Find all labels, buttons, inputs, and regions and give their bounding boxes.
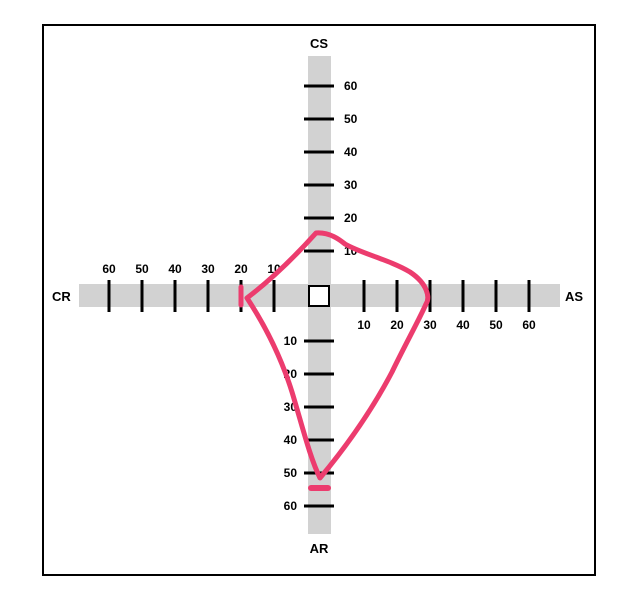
tick-label-ar-40: 40 xyxy=(284,433,298,447)
tick-label-cr-50: 50 xyxy=(135,262,149,276)
axis-label-bottom: AR xyxy=(310,541,329,556)
tick-label-as-10: 10 xyxy=(357,318,371,332)
tick-label-cs-20: 20 xyxy=(344,211,358,225)
tick-label-ar-60: 60 xyxy=(284,499,298,513)
axis-label-top: CS xyxy=(310,36,328,51)
tick-label-cr-60: 60 xyxy=(102,262,116,276)
tick-label-ar-10: 10 xyxy=(284,334,298,348)
axis-tick-labels: 1010101020202020303030304040404050505050… xyxy=(102,79,536,513)
tick-label-cs-50: 50 xyxy=(344,112,358,126)
tick-label-ar-50: 50 xyxy=(284,466,298,480)
tick-label-as-60: 60 xyxy=(522,318,536,332)
tick-label-as-20: 20 xyxy=(390,318,404,332)
annotation-polygon xyxy=(244,230,431,481)
tick-label-cr-20: 20 xyxy=(234,262,248,276)
tick-label-cr-30: 30 xyxy=(201,262,215,276)
center-square xyxy=(308,285,330,307)
tick-label-as-40: 40 xyxy=(456,318,470,332)
tick-label-cs-40: 40 xyxy=(344,145,358,159)
tick-label-cs-30: 30 xyxy=(344,178,358,192)
tick-label-as-50: 50 xyxy=(489,318,503,332)
tick-label-as-30: 30 xyxy=(423,318,437,332)
tick-label-cs-60: 60 xyxy=(344,79,358,93)
axis-ticks xyxy=(107,84,531,508)
axis-label-left: CR xyxy=(52,289,71,304)
tick-label-cr-40: 40 xyxy=(168,262,182,276)
axis-label-right: AS xyxy=(565,289,583,304)
